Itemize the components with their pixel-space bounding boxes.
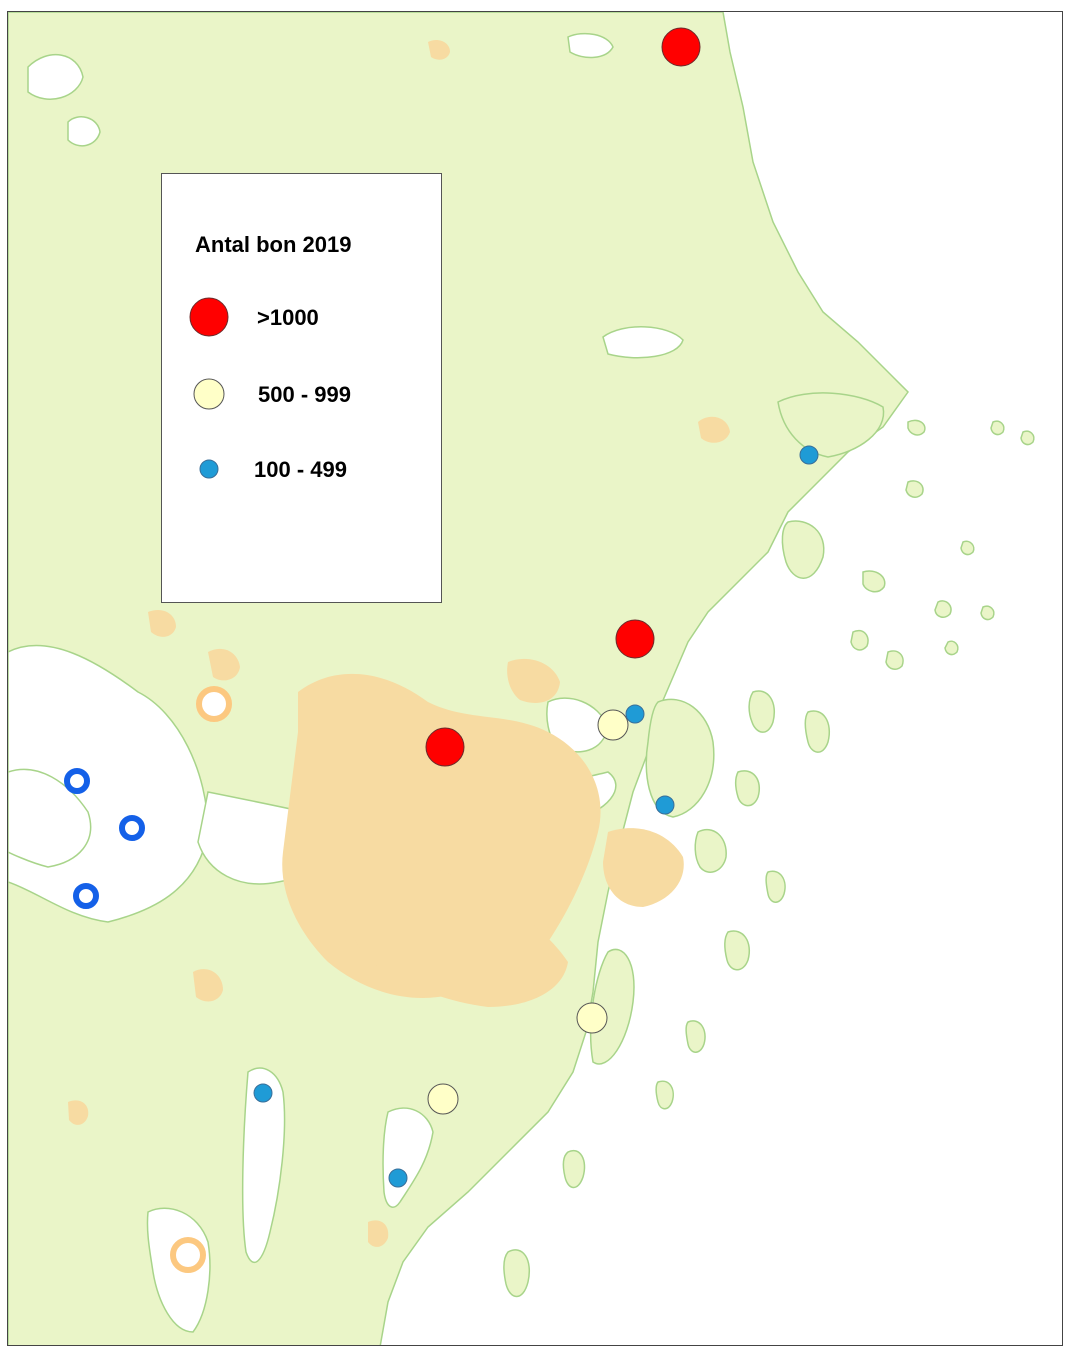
legend-symbol-medium	[193, 378, 225, 410]
colony-8-marker[interactable]	[625, 704, 645, 724]
colony-1-marker[interactable]	[661, 27, 701, 67]
map-legend: Antal bon 2019 >1000 500 - 999 100 - 499	[161, 173, 442, 603]
colony-2-marker[interactable]	[615, 619, 655, 659]
legend-symbol-large	[189, 297, 229, 337]
colony-15-marker[interactable]	[196, 686, 232, 722]
colony-4-marker[interactable]	[597, 709, 629, 741]
legend-label-medium: 500 - 999	[258, 382, 351, 407]
colony-12-marker[interactable]	[64, 768, 90, 794]
colony-3-marker[interactable]	[425, 727, 465, 767]
legend-title: Antal bon 2019	[195, 232, 352, 257]
colony-14-marker[interactable]	[73, 883, 99, 909]
legend-label-large: >1000	[257, 305, 319, 330]
colony-16-marker[interactable]	[170, 1237, 206, 1273]
colony-13-marker[interactable]	[119, 815, 145, 841]
colony-5-marker[interactable]	[576, 1002, 608, 1034]
colony-10-marker[interactable]	[253, 1083, 273, 1103]
legend-label-small: 100 - 499	[254, 457, 347, 482]
legend-item-small: 100 - 499	[162, 444, 441, 494]
colony-markers	[64, 27, 819, 1273]
legend-item-large: >1000	[162, 292, 441, 342]
legend-symbol-small	[199, 459, 219, 479]
colony-9-marker[interactable]	[655, 795, 675, 815]
mainland	[8, 12, 909, 1345]
legend-item-medium: 500 - 999	[162, 369, 441, 419]
urban-areas	[68, 40, 730, 1247]
colony-7-marker[interactable]	[799, 445, 819, 465]
colony-11-marker[interactable]	[388, 1168, 408, 1188]
colony-6-marker[interactable]	[427, 1083, 459, 1115]
islands	[503, 392, 1035, 1298]
map-frame: Antal bon 2019 >1000 500 - 999 100 - 499	[7, 11, 1063, 1346]
